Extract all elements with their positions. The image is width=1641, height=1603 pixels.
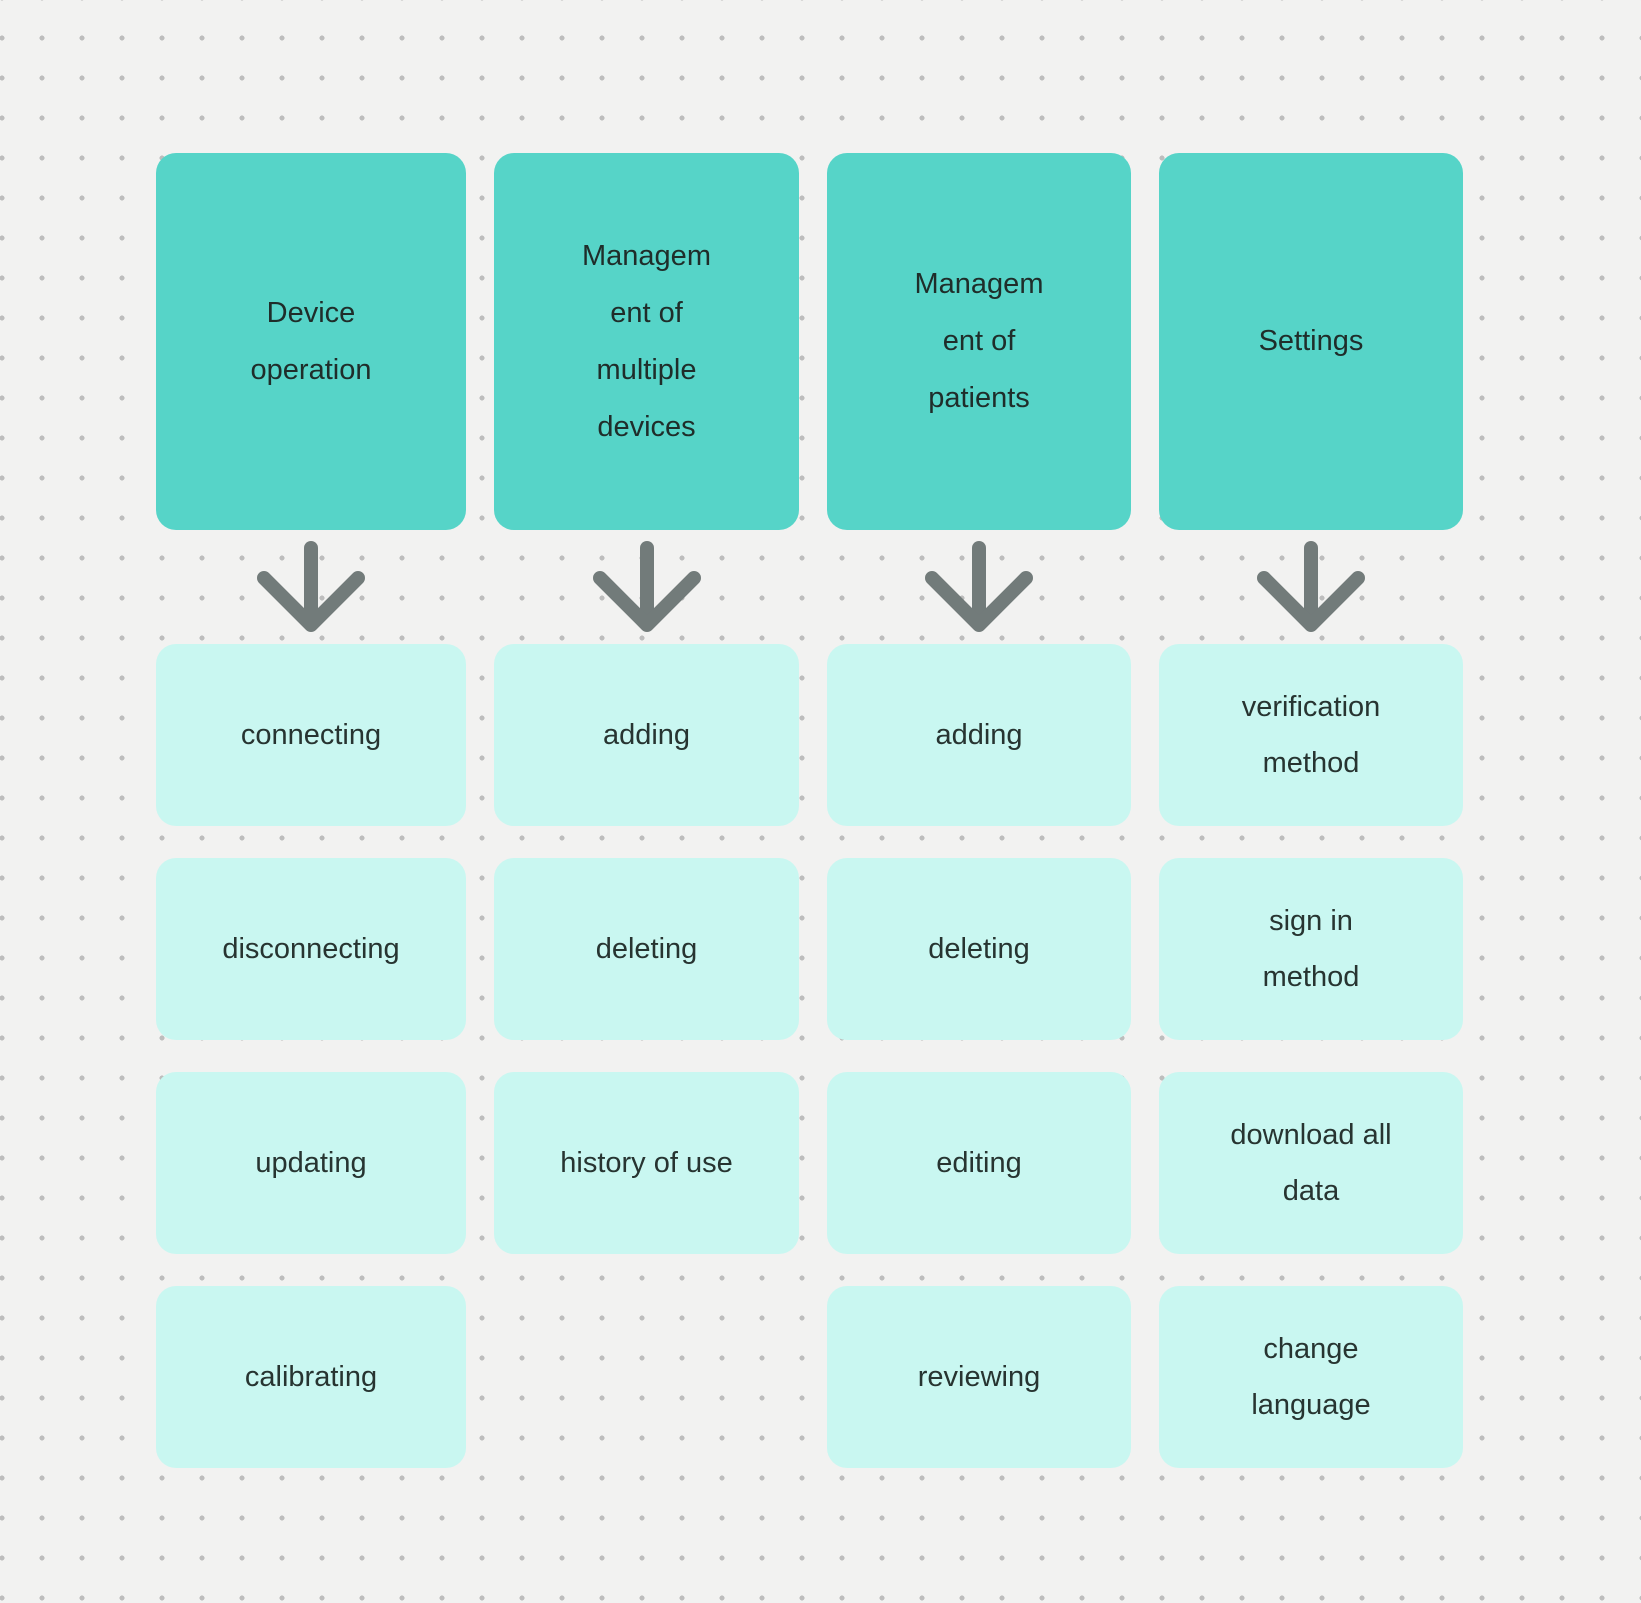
item-label: updating <box>255 1147 367 1179</box>
item-box-editing: editing <box>827 1072 1131 1254</box>
item-label: verification method <box>1241 691 1381 779</box>
item-label: sign in method <box>1262 905 1360 993</box>
item-box-download-all-data: download all data <box>1159 1072 1463 1254</box>
item-label: calibrating <box>244 1361 378 1393</box>
item-label: history of use <box>560 1147 733 1179</box>
column-management-of-multiple-devices: Managem ent of multiple devices adding d… <box>494 153 799 1286</box>
item-box-history-of-use: history of use <box>494 1072 799 1254</box>
item-box-disconnecting: disconnecting <box>156 858 466 1040</box>
column-device-operation: Device operation connecting disconnectin… <box>156 153 466 1500</box>
down-arrow-icon <box>156 530 466 644</box>
header-label: Settings <box>1258 325 1364 357</box>
column-management-of-patients: Managem ent of patients adding deleting … <box>827 153 1131 1500</box>
item-box-adding-devices: adding <box>494 644 799 826</box>
item-label: deleting <box>928 933 1030 965</box>
item-label: editing <box>936 1147 1022 1179</box>
item-label: reviewing <box>917 1361 1041 1393</box>
down-arrow-icon <box>494 530 799 644</box>
header-label: Managem ent of multiple devices <box>582 239 711 443</box>
item-box-adding-patients: adding <box>827 644 1131 826</box>
item-box-connecting: connecting <box>156 644 466 826</box>
header-box-settings: Settings <box>1159 153 1463 530</box>
item-label: deleting <box>595 933 698 965</box>
item-box-calibrating: calibrating <box>156 1286 466 1468</box>
item-label: download all data <box>1230 1119 1392 1207</box>
header-box-management-of-patients: Managem ent of patients <box>827 153 1131 530</box>
item-label: disconnecting <box>222 933 400 965</box>
item-box-change-language: change language <box>1159 1286 1463 1468</box>
item-box-deleting-patients: deleting <box>827 858 1131 1040</box>
down-arrow-icon <box>1159 530 1463 644</box>
diagram-columns: Device operation connecting disconnectin… <box>156 153 1463 1500</box>
item-box-reviewing: reviewing <box>827 1286 1131 1468</box>
down-arrow-icon <box>827 530 1131 644</box>
item-label: change language <box>1251 1333 1371 1421</box>
item-label: connecting <box>240 719 382 751</box>
header-box-device-operation: Device operation <box>156 153 466 530</box>
item-label: adding <box>602 719 691 751</box>
header-label: Managem ent of patients <box>914 268 1044 414</box>
item-box-deleting-devices: deleting <box>494 858 799 1040</box>
header-box-management-of-multiple-devices: Managem ent of multiple devices <box>494 153 799 530</box>
column-settings: Settings verification method sign in met… <box>1159 153 1463 1500</box>
header-label: Device operation <box>250 296 372 386</box>
item-box-verification-method: verification method <box>1159 644 1463 826</box>
item-box-sign-in-method: sign in method <box>1159 858 1463 1040</box>
item-box-updating: updating <box>156 1072 466 1254</box>
item-label: adding <box>935 719 1023 751</box>
